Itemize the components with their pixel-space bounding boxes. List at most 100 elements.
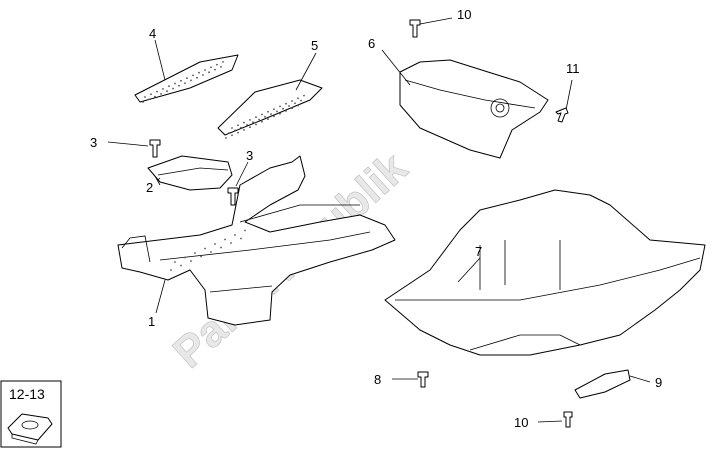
perforation-dot — [243, 121, 245, 124]
callout-5: 5 — [311, 38, 318, 53]
perforation-dot — [174, 261, 176, 263]
perforation-dot — [237, 124, 239, 127]
clip-nut-icon — [7, 413, 53, 445]
perforation-dot — [282, 107, 284, 110]
perforation-dot — [285, 110, 287, 112]
perforation-dot — [222, 61, 224, 63]
perforation-dot — [279, 105, 281, 108]
perforation-dot — [300, 99, 302, 102]
perforation-dot — [291, 100, 293, 102]
perforation-dot — [273, 108, 275, 110]
perforation-dot — [210, 251, 212, 253]
perforation-dot — [224, 238, 226, 241]
part-3-screw-left[interactable] — [107, 139, 161, 158]
inset-label: 12-13 — [9, 386, 45, 402]
perforation-dot — [249, 126, 251, 129]
perforation-dot — [273, 115, 275, 118]
callout-9: 9 — [655, 375, 662, 390]
part-10-screw-bottom[interactable] — [537, 411, 573, 428]
perforation-dot — [231, 127, 233, 129]
perforation-dot — [255, 116, 257, 119]
perforation-dot — [214, 243, 216, 245]
part-5-footrest-mat-right[interactable] — [217, 79, 323, 139]
perforation-dot — [230, 242, 232, 244]
perforation-dot — [144, 96, 146, 98]
part-11-screw[interactable] — [555, 79, 573, 123]
part-8-screw[interactable] — [392, 371, 429, 388]
perforation-dot — [160, 93, 162, 95]
perforation-dot — [237, 131, 239, 134]
inset-12-13[interactable]: 12-13 — [0, 380, 62, 448]
perforation-dot — [252, 121, 254, 124]
callout-3-right: 3 — [246, 148, 253, 163]
perforation-dot — [231, 134, 233, 137]
part-10-screw-top[interactable] — [409, 17, 453, 38]
perforation-dot — [198, 71, 200, 74]
perforation-dot — [186, 77, 188, 79]
perforation-dot — [276, 110, 278, 113]
perforation-dot — [170, 269, 172, 271]
callout-10-top: 10 — [457, 7, 471, 22]
perforation-dot — [150, 93, 152, 96]
part-7-lower-cover[interactable] — [384, 189, 706, 356]
perforation-dot — [285, 102, 287, 105]
perforation-dot — [246, 124, 248, 126]
perforation-dot — [244, 229, 246, 232]
perforation-dot — [225, 137, 227, 139]
part-1-frame[interactable] — [117, 155, 396, 326]
perforation-dot — [190, 260, 192, 262]
perforation-dot — [208, 71, 210, 74]
perforation-dot — [142, 101, 144, 103]
part-2-bracket[interactable] — [147, 155, 233, 191]
perforation-dot — [291, 107, 293, 110]
perforation-dot — [154, 95, 156, 98]
perforation-dot — [204, 247, 206, 250]
callout-11: 11 — [566, 61, 580, 76]
callout-4: 4 — [149, 26, 156, 41]
perforation-dot — [267, 110, 269, 113]
perforation-dot — [184, 82, 186, 84]
part-3-screw-right[interactable] — [227, 161, 249, 206]
perforation-dot — [234, 129, 236, 132]
callout-6: 6 — [368, 36, 375, 51]
callout-8: 8 — [374, 372, 381, 387]
perforation-dot — [180, 264, 182, 267]
perforation-dot — [297, 104, 299, 107]
perforation-dot — [178, 84, 180, 87]
perforation-dot — [267, 118, 269, 120]
perforation-dot — [202, 74, 204, 76]
perforation-dot — [210, 66, 212, 69]
perforation-dot — [168, 85, 170, 88]
callout-2: 2 — [146, 180, 153, 195]
callout-1: 1 — [148, 314, 155, 329]
part-9-trim[interactable] — [574, 369, 651, 399]
part-6-rear-cover[interactable] — [399, 59, 549, 159]
perforation-dot — [294, 102, 296, 105]
perforation-dot — [220, 246, 222, 249]
perforation-dot — [249, 119, 251, 121]
perforation-dot — [264, 115, 266, 118]
perforation-dot — [214, 68, 216, 71]
perforation-dot — [196, 76, 198, 79]
part-4-footrest-mat-left[interactable] — [134, 54, 239, 103]
perforation-dot — [192, 74, 194, 77]
perforation-dot — [288, 105, 290, 107]
perforation-dot — [255, 123, 257, 126]
perforation-dot — [190, 79, 192, 82]
perforation-dot — [220, 66, 222, 68]
perforation-dot — [184, 256, 186, 259]
callout-7: 7 — [475, 244, 482, 259]
perforation-dot — [270, 113, 272, 115]
perforation-dot — [200, 255, 202, 258]
callout-3-left: 3 — [90, 135, 97, 150]
perforation-dot — [166, 90, 168, 93]
perforation-dot — [243, 129, 245, 131]
perforation-dot — [234, 234, 236, 236]
perforation-dot — [156, 90, 158, 93]
perforation-dot — [172, 87, 174, 90]
perforation-dot — [240, 126, 242, 129]
perforation-dot — [261, 120, 263, 123]
perforation-dot — [204, 69, 206, 71]
callout-10-bottom: 10 — [514, 415, 528, 430]
perforation-dot — [258, 118, 260, 121]
